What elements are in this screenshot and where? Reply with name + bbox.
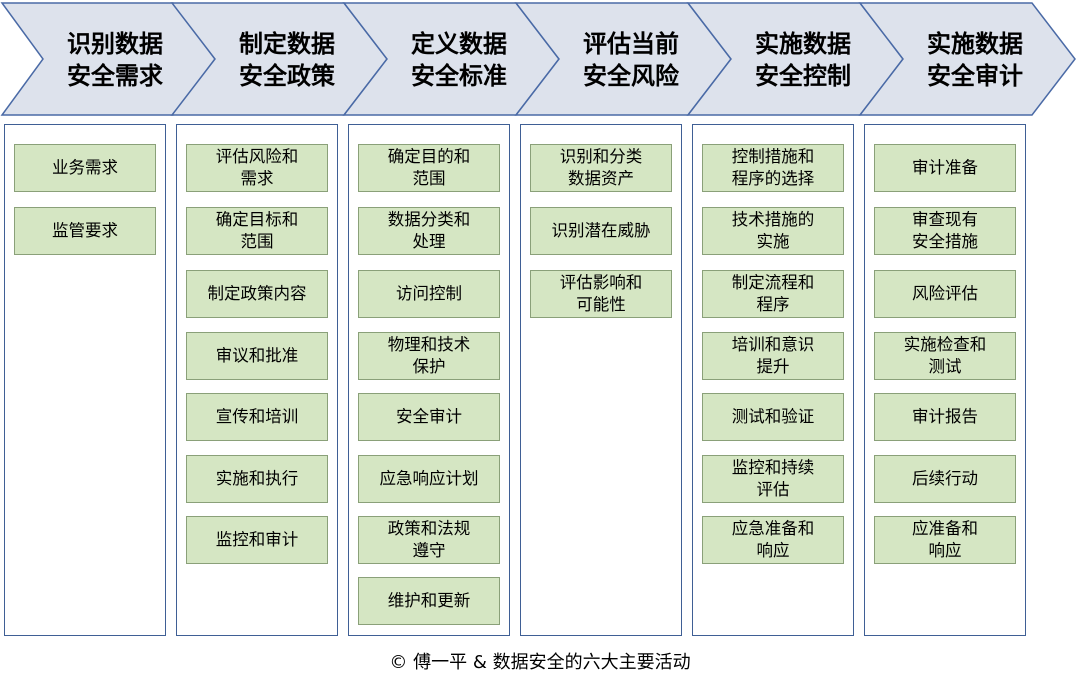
activity-box: 识别和分类 数据资产 xyxy=(530,144,672,192)
stage-title: 识别数据 安全需求 xyxy=(67,30,163,90)
process-chevrons xyxy=(0,2,1076,116)
activity-box: 识别潜在威胁 xyxy=(530,207,672,255)
stage-title: 实施数据 安全控制 xyxy=(755,30,851,90)
activity-box: 审议和批准 xyxy=(186,332,328,380)
stage-column xyxy=(4,124,166,636)
activity-box: 业务需求 xyxy=(14,144,156,192)
stage-title: 定义数据 安全标准 xyxy=(411,30,507,90)
activity-box: 技术措施的 实施 xyxy=(702,207,844,255)
activity-box: 制定流程和 程序 xyxy=(702,270,844,318)
activity-box: 审计准备 xyxy=(874,144,1016,192)
stage-title: 评估当前 安全风险 xyxy=(583,30,679,90)
activity-box: 监控和审计 xyxy=(186,516,328,564)
stage-title: 制定数据 安全政策 xyxy=(239,30,335,90)
activity-box: 评估影响和 可能性 xyxy=(530,270,672,318)
activity-box: 安全审计 xyxy=(358,393,500,441)
activity-box: 实施和执行 xyxy=(186,455,328,503)
activity-box: 测试和验证 xyxy=(702,393,844,441)
activity-box: 确定目的和 范围 xyxy=(358,144,500,192)
activity-box: 物理和技术 保护 xyxy=(358,332,500,380)
activity-box: 监管要求 xyxy=(14,207,156,255)
activity-box: 维护和更新 xyxy=(358,577,500,625)
activity-box: 风险评估 xyxy=(874,270,1016,318)
activity-box: 审查现有 安全措施 xyxy=(874,207,1016,255)
activity-box: 确定目标和 范围 xyxy=(186,207,328,255)
stage-chevron xyxy=(858,2,1076,116)
stage-column xyxy=(520,124,682,636)
activity-box: 控制措施和 程序的选择 xyxy=(702,144,844,192)
activity-box: 政策和法规 遵守 xyxy=(358,516,500,564)
caption: © 傅一平 & 数据安全的六大主要活动 xyxy=(389,652,691,673)
activity-box: 制定政策内容 xyxy=(186,270,328,318)
activity-box: 审计报告 xyxy=(874,393,1016,441)
activity-box: 应准备和 响应 xyxy=(874,516,1016,564)
activity-box: 评估风险和 需求 xyxy=(186,144,328,192)
activity-box: 培训和意识 提升 xyxy=(702,332,844,380)
activity-box: 监控和持续 评估 xyxy=(702,455,844,503)
activity-box: 应急响应计划 xyxy=(358,455,500,503)
activity-box: 后续行动 xyxy=(874,455,1016,503)
stage-title: 实施数据 安全审计 xyxy=(927,30,1023,90)
activity-box: 实施检查和 测试 xyxy=(874,332,1016,380)
activity-box: 访问控制 xyxy=(358,270,500,318)
activity-box: 数据分类和 处理 xyxy=(358,207,500,255)
activity-box: 应急准备和 响应 xyxy=(702,516,844,564)
activity-box: 宣传和培训 xyxy=(186,393,328,441)
